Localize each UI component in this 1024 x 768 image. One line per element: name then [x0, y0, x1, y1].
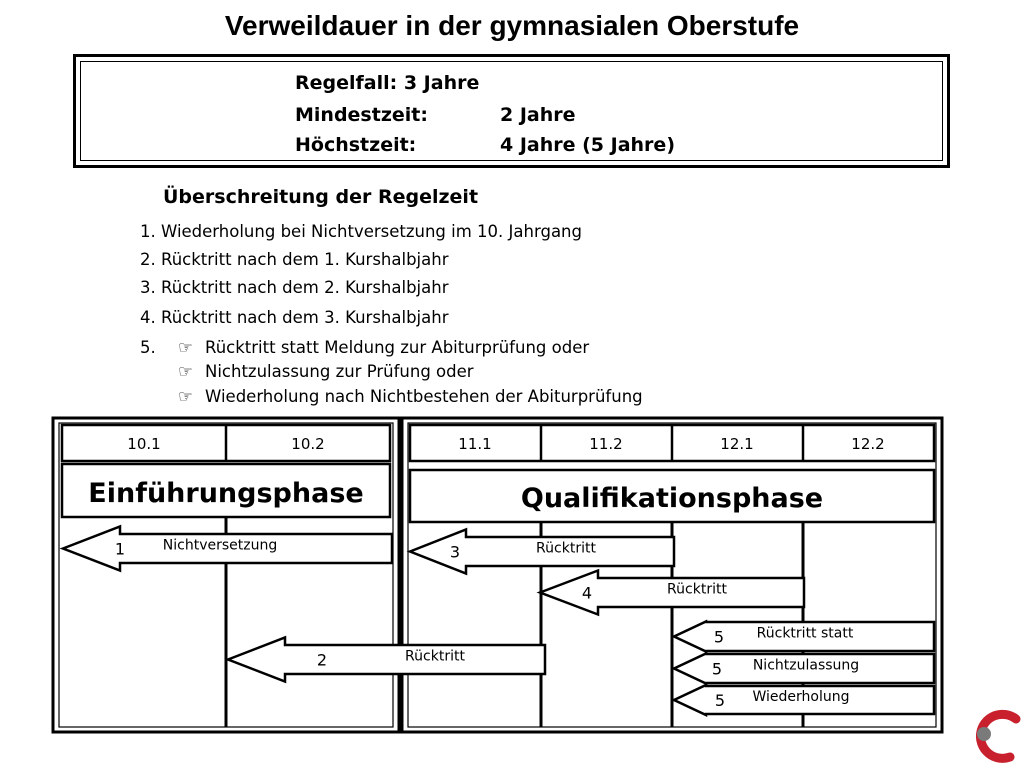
pointing-hand-icon: ☞ — [178, 362, 193, 381]
list-subitem: Wiederholung nach Nichtbestehen der Abit… — [205, 387, 643, 406]
phase-title-left: Einführungsphase — [88, 478, 363, 509]
rules-box-inner — [80, 61, 943, 161]
arrow-shape — [536, 568, 806, 617]
list-item: 4. Rücktritt nach dem 3. Kurshalbjahr — [140, 308, 449, 327]
arrow-number: 1 — [115, 540, 125, 559]
arrow-shape — [671, 683, 936, 717]
rule-mindest-value: 2 Jahre — [500, 104, 576, 126]
pointing-hand-icon: ☞ — [178, 387, 193, 406]
pointing-hand-icon: ☞ — [178, 338, 193, 357]
ueberschreitung-heading: Überschreitung der Regelzeit — [163, 186, 479, 208]
arrow-number: 2 — [317, 651, 327, 670]
arrow-label: Rücktritt — [405, 649, 465, 665]
rule-mindest-label: Mindestzeit: — [295, 104, 428, 126]
right-frame-outer — [400, 416, 944, 734]
logo — [975, 709, 1021, 763]
list-item: 2. Rücktritt nach dem 1. Kurshalbjahr — [140, 250, 449, 269]
semester-label: 10.1 — [127, 435, 160, 453]
arrow-shape — [224, 635, 547, 684]
arrow-number: 3 — [450, 543, 460, 562]
page-title: Verweildauer in der gymnasialen Oberstuf… — [224, 10, 800, 41]
arrow-label: Rücktritt — [536, 541, 596, 557]
rule-hoechst-value: 4 Jahre (5 Jahre) — [500, 134, 675, 156]
rule-hoechst-label: Höchstzeit: — [295, 134, 417, 156]
semester-label: 12.1 — [720, 435, 753, 453]
arrow-shape — [59, 524, 394, 573]
semester-label: 10.2 — [291, 435, 324, 453]
left-frame-outer — [51, 416, 401, 734]
list-subitem: Nichtzulassung zur Prüfung oder — [205, 362, 474, 381]
semester-label: 11.2 — [589, 435, 622, 453]
rules-box-outer — [73, 54, 950, 168]
list-subitem: Rücktritt statt Meldung zur Abiturprüfun… — [205, 338, 590, 357]
arrow-shape — [671, 619, 936, 654]
arrow-label: Wiederholung — [752, 689, 849, 705]
phase-title-right: Qualifikationsphase — [521, 483, 823, 514]
arrow-number: 5 — [715, 691, 725, 710]
rule-regelfall: Regelfall: 3 Jahre — [295, 72, 480, 94]
arrow-number: 4 — [582, 584, 592, 603]
arrow-number: 5 — [712, 660, 722, 679]
arrow-label: Nichtzulassung — [753, 658, 859, 674]
semester-label: 11.1 — [458, 435, 491, 453]
arrow-label: Rücktritt statt — [757, 626, 854, 642]
arrow-label: Nichtversetzung — [163, 538, 277, 554]
semester-label: 12.2 — [851, 435, 884, 453]
list-item: 1. Wiederholung bei Nichtversetzung im 1… — [140, 222, 582, 241]
arrow-label: Rücktritt — [667, 582, 727, 598]
list-item-number: 5. — [140, 338, 156, 357]
arrow-number: 5 — [714, 628, 724, 647]
phase-box-left — [60, 462, 392, 519]
arrow-shape — [406, 527, 676, 576]
list-item: 3. Rücktritt nach dem 2. Kurshalbjahr — [140, 278, 449, 297]
logo-gray-dot — [977, 727, 991, 741]
arrow-shape — [671, 651, 936, 686]
phase-box-right — [408, 468, 936, 524]
